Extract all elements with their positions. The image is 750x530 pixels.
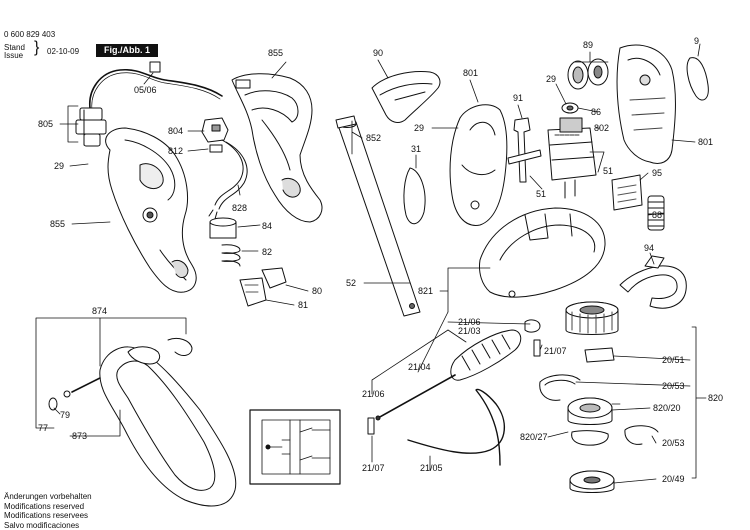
bow-handle [48, 337, 237, 507]
callout-91: 91 [513, 93, 523, 103]
callout-821: 821 [418, 286, 433, 296]
callout-80: 80 [312, 286, 322, 296]
callout-820-27: 820/27 [520, 432, 548, 442]
housing-half-right [231, 73, 323, 223]
label-plate [611, 174, 643, 211]
callout-801-right: 801 [698, 137, 713, 147]
callout-86: 86 [591, 107, 601, 117]
auxiliary-handle [619, 265, 687, 309]
note-german: Änderungen vorbehalten [4, 492, 92, 501]
motor-housing-middle [449, 104, 508, 226]
callout-21-07-top: 21/07 [544, 346, 567, 356]
safety-guard [479, 207, 606, 298]
callout-21-06-bottom: 21/06 [362, 389, 385, 399]
callout-52: 52 [346, 278, 356, 288]
callout-804: 804 [168, 126, 183, 136]
callout-20-53-bottom: 20/53 [662, 438, 685, 448]
callout-81: 81 [298, 300, 308, 310]
callout-77: 77 [38, 423, 48, 433]
wiring-schematic [249, 409, 341, 485]
callout-88: 88 [652, 210, 662, 220]
callout-873: 873 [72, 431, 87, 441]
shaft-tube [335, 115, 421, 317]
disclaimer-notes: Änderungen vorbehalten Modifications res… [4, 492, 92, 530]
callout-828: 828 [232, 203, 247, 213]
callout-874: 874 [92, 306, 107, 316]
stand-label: Stand [4, 43, 25, 52]
spool-assembly [539, 301, 659, 493]
fan-assembly [561, 58, 609, 114]
callout-802: 802 [594, 123, 609, 133]
callout-20-51: 20/51 [662, 355, 685, 365]
side-cover-part [403, 167, 426, 225]
callout-79: 79 [60, 410, 70, 420]
switch-assembly [201, 117, 287, 307]
callout-9: 9 [694, 36, 699, 46]
callout-21-05: 21/05 [420, 463, 443, 473]
callout-21-04: 21/04 [408, 362, 431, 372]
callout-805: 805 [38, 119, 53, 129]
callout-51-right: 51 [603, 166, 613, 176]
callout-21-03: 21/03 [458, 326, 481, 336]
callout-51-left: 51 [536, 189, 546, 199]
callout-05-06: 05/06 [134, 85, 157, 95]
callout-21-07-bottom: 21/07 [362, 463, 385, 473]
callout-820: 820 [708, 393, 723, 403]
handle-cover [371, 71, 441, 123]
bellows-and-rod [367, 319, 541, 435]
callout-82: 82 [262, 247, 272, 257]
callout-29-middle: 29 [414, 123, 424, 133]
callout-20-53-top: 20/53 [662, 381, 685, 391]
motor-housing-right [616, 44, 676, 164]
callout-20-49: 20/49 [662, 474, 685, 484]
housing-half-left [105, 127, 197, 293]
header-brace: } [34, 39, 40, 56]
callout-812: 812 [168, 146, 183, 156]
callout-84: 84 [262, 221, 272, 231]
callout-852: 852 [366, 133, 381, 143]
issue-date: 02-10-09 [47, 47, 80, 56]
callout-89: 89 [583, 40, 593, 50]
note-french: Modifications reservees [4, 511, 89, 520]
callout-855-top: 855 [268, 48, 283, 58]
bracket-arm [507, 149, 542, 165]
callout-820-20: 820/20 [653, 403, 681, 413]
callout-855-left: 855 [50, 219, 65, 229]
callout-95: 95 [652, 168, 662, 178]
wire-bow [407, 388, 505, 466]
issue-label: Issue [4, 51, 24, 60]
callout-90: 90 [373, 48, 383, 58]
callout-31: 31 [411, 144, 421, 154]
callout-29-right: 29 [546, 74, 556, 84]
note-english: Modifications reserved [4, 501, 85, 511]
callout-94: 94 [644, 243, 654, 253]
callout-801-middle: 801 [463, 68, 478, 78]
bracket-part [513, 117, 531, 183]
figure-label: Fig./Abb. 1 [96, 44, 158, 57]
note-spanish: Salvo modificaciones [4, 520, 80, 530]
callout-29-left: 29 [54, 161, 64, 171]
document-number: 0 600 829 403 [4, 30, 56, 39]
cable-assembly [75, 61, 223, 147]
motor-unit [547, 117, 597, 199]
flap-part [686, 57, 709, 101]
callout-21-06-top: 21/06 [458, 317, 481, 327]
callout-labels: 05/06 805 29 855 855 804 812 828 84 82 8… [38, 36, 723, 484]
